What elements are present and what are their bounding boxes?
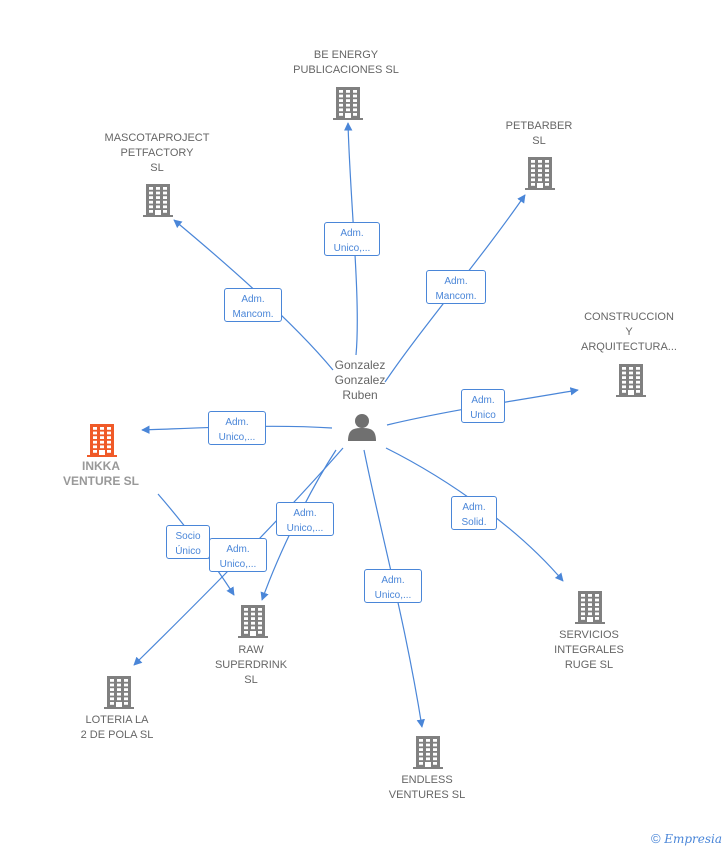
company-label-endless[interactable]: ENDLESS VENTURES SL — [388, 774, 466, 801]
company-label-servicios[interactable]: SERVICIOS INTEGRALES RUGE SL — [554, 628, 624, 671]
relation-label-inkka-raw[interactable]: Socio Único — [166, 525, 210, 559]
company-label-inkka[interactable]: INKKA VENTURE SL — [62, 459, 139, 488]
brand-logo[interactable]: Empresia — [664, 832, 722, 846]
relation-label-center-inkka[interactable]: Adm. Unico,... — [208, 411, 266, 445]
relation-label-center-servicios[interactable]: Adm. Solid. — [451, 496, 497, 530]
building-icon[interactable] — [104, 676, 134, 709]
relation-label-center-raw[interactable]: Adm. Unico,... — [276, 502, 334, 536]
relation-label-center-be-energy[interactable]: Adm. Unico,... — [324, 222, 380, 256]
relation-label-center-construccion[interactable]: Adm. Unico — [461, 389, 505, 423]
company-label-petbarber[interactable]: PETBARBER SL — [505, 120, 573, 147]
relation-label-center-petbarber[interactable]: Adm. Mancom. — [426, 270, 486, 304]
building-icon[interactable] — [333, 87, 363, 120]
company-label-loteria[interactable]: LOTERIA LA 2 DE POLA SL — [80, 714, 154, 741]
building-icon[interactable] — [575, 591, 605, 624]
building-icon[interactable] — [87, 424, 117, 457]
company-label-raw[interactable]: RAW SUPERDRINK SL — [214, 643, 288, 686]
company-label-be-energy[interactable]: BE ENERGY PUBLICACIONES SL — [293, 49, 399, 76]
person-icon[interactable] — [348, 414, 376, 441]
relation-label-center-mascotaproject[interactable]: Adm. Mancom. — [224, 288, 282, 322]
company-label-mascotaproject[interactable]: MASCOTAPROJECT PETFACTORY SL — [104, 131, 210, 174]
building-icon[interactable] — [616, 364, 646, 397]
building-icon[interactable] — [143, 184, 173, 217]
relation-label-center-loteria[interactable]: Adm. Unico,... — [209, 538, 267, 572]
building-icon[interactable] — [238, 605, 268, 638]
person-label[interactable]: Gonzalez Gonzalez Ruben — [334, 358, 386, 402]
building-icon[interactable] — [413, 736, 443, 769]
copyright-icon: © — [650, 831, 661, 846]
relation-label-center-endless[interactable]: Adm. Unico,... — [364, 569, 422, 603]
copyright-notice: © Empresia — [651, 831, 722, 846]
company-label-construccion[interactable]: CONSTRUCCION Y ARQUITECTURA... — [581, 310, 677, 353]
building-icon[interactable] — [525, 157, 555, 190]
